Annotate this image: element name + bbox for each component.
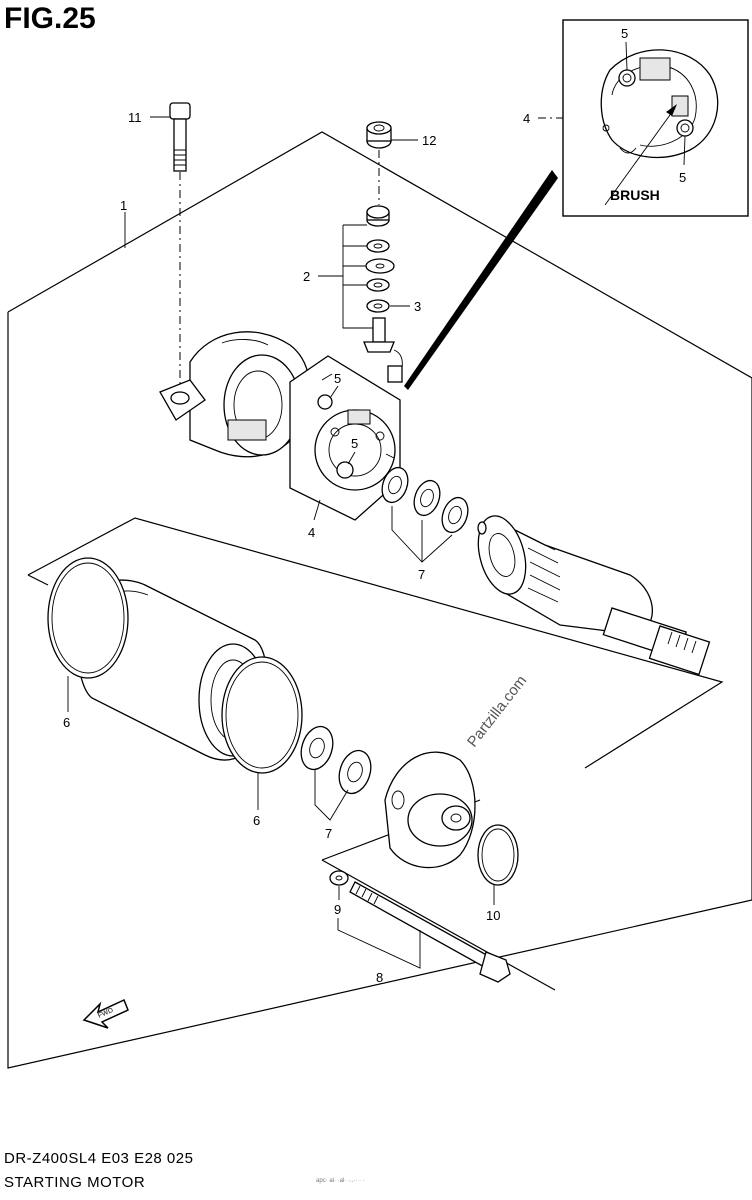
brush-label: BRUSH xyxy=(610,187,660,203)
o-ring-6-left xyxy=(47,557,129,679)
callout-5-inset-bottom: 5 xyxy=(679,170,686,185)
callout-4-inset: 4 xyxy=(523,111,530,126)
o-ring-6-lower xyxy=(221,656,303,774)
inset-leader-brush xyxy=(604,107,676,206)
leader-5-plate-top xyxy=(329,385,339,399)
callout-5-plate-bottom: 5 xyxy=(351,436,358,451)
bracket-8 xyxy=(337,918,421,969)
callout-11: 11 xyxy=(128,110,142,125)
bracket-7-upper xyxy=(391,506,453,563)
callout-7-upper: 7 xyxy=(418,567,425,582)
bolt-8 xyxy=(349,881,511,983)
leader-5-plate-bottom xyxy=(347,451,356,465)
bracket-7-lower xyxy=(314,770,349,821)
inset-pointer-wedge-icon xyxy=(404,170,558,390)
fine-print: apc· al· ·al· ·..·· · · xyxy=(316,1178,365,1184)
front-cover xyxy=(384,751,476,869)
assembly-frame-lower xyxy=(27,517,724,769)
frame-edge-left xyxy=(27,574,49,586)
inset-leader-5-top xyxy=(625,41,628,71)
washer-stack xyxy=(365,205,395,313)
callout-12: 12 xyxy=(422,133,436,148)
callout-6-lower: 6 xyxy=(253,813,260,828)
brush-plate xyxy=(289,355,401,521)
callout-8: 8 xyxy=(376,970,383,985)
figure-title: FIG.25 xyxy=(4,2,96,35)
armature xyxy=(477,515,711,676)
washers-7-upper xyxy=(381,466,469,534)
washer-9 xyxy=(329,870,349,886)
brush-leader-arrow-icon xyxy=(666,104,677,116)
callout-9: 9 xyxy=(334,902,341,917)
callout-5-inset-top: 5 xyxy=(621,26,628,41)
callout-3: 3 xyxy=(414,299,421,314)
inset-leader-5-bottom xyxy=(683,135,686,166)
callout-1: 1 xyxy=(120,198,127,213)
callout-10: 10 xyxy=(486,908,500,923)
bolt-11 xyxy=(169,102,191,172)
callout-2: 2 xyxy=(303,269,310,284)
assembly-frame-upper xyxy=(7,131,752,1069)
leader-4-plate xyxy=(313,499,321,521)
o-ring-10 xyxy=(477,824,519,886)
terminal-bolt xyxy=(363,317,403,383)
callout-4-main: 4 xyxy=(308,525,315,540)
callout-7-lower: 7 xyxy=(325,826,332,841)
washers-7-lower xyxy=(300,725,372,795)
callout-5-plate-top: 5 xyxy=(334,371,341,386)
brush-plate-inset-drawing xyxy=(600,49,719,159)
section-name: STARTING MOTOR xyxy=(4,1174,146,1191)
callout-6-left: 6 xyxy=(63,715,70,730)
model-code-line: DR-Z400SL4 E03 E28 025 xyxy=(4,1150,194,1167)
frame-edge-bottom2 xyxy=(321,859,556,991)
fwd-arrow-icon: FWD xyxy=(82,998,129,1029)
rear-housing xyxy=(159,331,311,458)
bracket-2b xyxy=(342,225,373,329)
nut-12 xyxy=(366,121,392,149)
